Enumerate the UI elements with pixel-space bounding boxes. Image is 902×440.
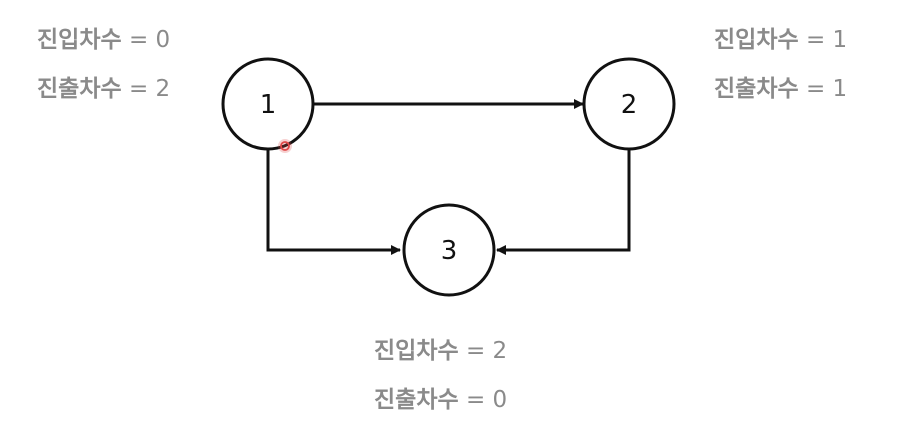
node-3: 3	[402, 203, 496, 297]
node-2: 2	[582, 57, 676, 151]
in-degree-value: = 1	[805, 27, 848, 53]
node-1-in-degree-label: 진입차수 = 0	[37, 26, 170, 54]
node-2-label: 2	[621, 90, 638, 120]
cursor-pointer-icon	[278, 139, 292, 153]
out-degree-value: = 1	[805, 76, 848, 102]
in-degree-value: = 0	[128, 27, 171, 53]
out-degree-key: 진출차수	[374, 387, 459, 413]
out-degree-key: 진출차수	[37, 76, 122, 102]
node-3-label: 3	[441, 236, 458, 266]
out-degree-value: = 0	[465, 387, 508, 413]
node-2-in-degree-label: 진입차수 = 1	[714, 26, 847, 54]
in-degree-key: 진입차수	[37, 27, 122, 53]
edge-2-to-3	[496, 148, 631, 255]
in-degree-key: 진입차수	[714, 27, 799, 53]
node-3-in-degree-label: 진입차수 = 2	[374, 337, 507, 365]
out-degree-key: 진출차수	[714, 76, 799, 102]
edge-1-to-3	[266, 148, 401, 255]
out-degree-value: = 2	[128, 76, 171, 102]
in-degree-key: 진입차수	[374, 338, 459, 364]
in-degree-value: = 2	[465, 338, 508, 364]
node-2-out-degree-label: 진출차수 = 1	[714, 75, 847, 103]
node-1-label: 1	[260, 90, 277, 120]
node-3-out-degree-label: 진출차수 = 0	[374, 386, 507, 414]
node-1-out-degree-label: 진출차수 = 2	[37, 75, 170, 103]
node-1: 1	[221, 57, 315, 151]
